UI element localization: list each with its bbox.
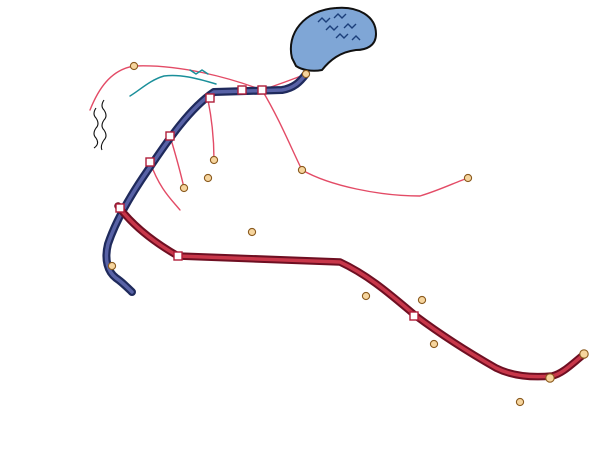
spine-branch-1 [208, 100, 214, 160]
teal-branch [130, 70, 216, 96]
node-toe [580, 350, 588, 358]
node-knee-upper [418, 296, 425, 303]
station-shoulder-left [206, 94, 214, 102]
nodes [108, 62, 588, 405]
wavy-line-2 [94, 108, 98, 148]
node-lower-back [108, 262, 115, 269]
node-thigh [362, 292, 369, 299]
front-hand-fingers [464, 186, 486, 216]
node-hip [248, 228, 255, 235]
toe-marks [586, 366, 600, 380]
hair [291, 8, 376, 71]
node-ankle [516, 398, 523, 405]
wavy-lines [94, 100, 106, 150]
node-back-1 [210, 156, 217, 163]
abdomen-outline [266, 214, 300, 256]
shoulder-branch-line [262, 90, 468, 196]
wavy-line-1 [101, 100, 106, 150]
station-shoulder-mid [238, 86, 246, 94]
node-shin [430, 340, 437, 347]
rear-shin-outline [25, 250, 94, 440]
front-leg-top [266, 253, 596, 370]
leg-path-inner [118, 206, 582, 377]
node-rear-arm [130, 62, 137, 69]
rear-thigh-outline [42, 286, 257, 438]
station-lower-back [116, 204, 124, 212]
rear-foot-outline [26, 438, 48, 452]
fist-detail [48, 178, 64, 188]
station-shoulder-right [258, 86, 266, 94]
hair-shape [291, 8, 376, 71]
spine-branch-3 [150, 162, 180, 210]
leg-path-outer [118, 206, 582, 377]
station-upper-back [166, 132, 174, 140]
chest-outline [303, 126, 344, 206]
spine-branch-2 [170, 136, 184, 188]
node-neck [302, 70, 309, 77]
leg-path [118, 206, 582, 377]
station-knee [410, 312, 418, 320]
node-chest [298, 166, 305, 173]
front-foot-outline [524, 356, 600, 416]
node-front-hand [464, 174, 471, 181]
rear-arm-inner [140, 58, 230, 86]
station-mid-back [146, 158, 154, 166]
front-arm-outline [300, 180, 485, 223]
node-heel [546, 374, 554, 382]
node-back-3 [204, 174, 211, 181]
node-back-2 [180, 184, 187, 191]
teal-line [130, 75, 216, 96]
rear-fist-outline [44, 165, 77, 197]
station-hip [174, 252, 182, 260]
